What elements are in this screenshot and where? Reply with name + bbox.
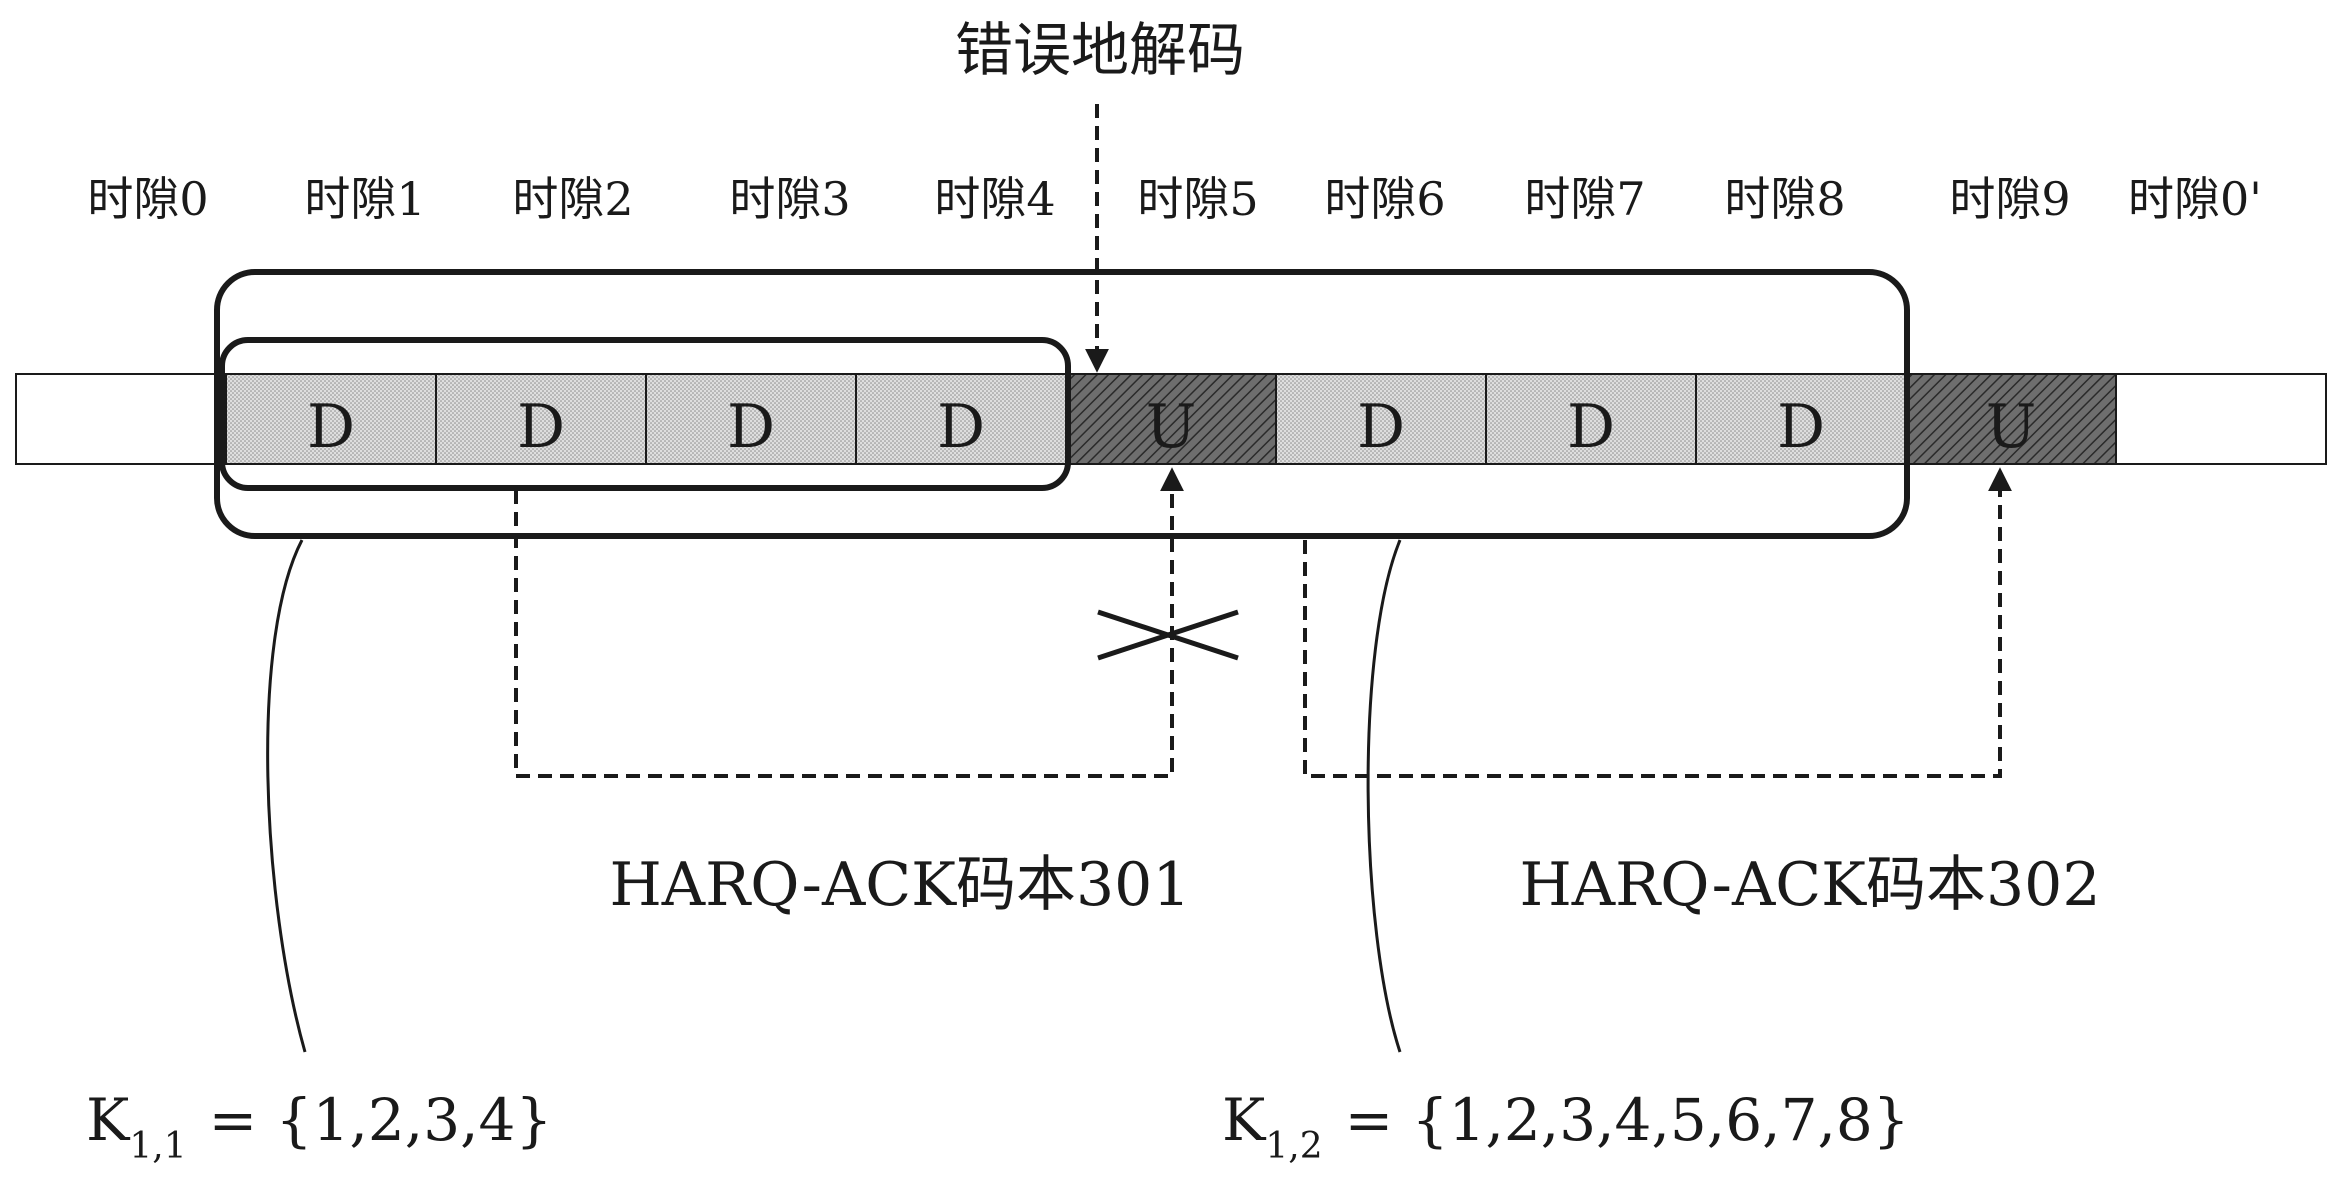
set-k12-sub: 1,2 bbox=[1265, 1126, 1322, 1167]
slot-cell-downlink bbox=[435, 373, 647, 465]
slot-label: 时隙8 bbox=[1724, 172, 1845, 226]
set-k12-base: K bbox=[1222, 1086, 1267, 1154]
slot-cell-downlink bbox=[1485, 373, 1697, 465]
cell-letter: U bbox=[1146, 392, 1197, 462]
cell-letter: D bbox=[1567, 392, 1615, 462]
slot-cell-downlink bbox=[225, 373, 437, 465]
window-k12-box bbox=[214, 269, 1910, 539]
set-k12-value: = {1,2,3,4,5,6,7,8} bbox=[1345, 1086, 1910, 1154]
leader-curve-k11 bbox=[266, 539, 307, 1053]
slot-label: 时隙1 bbox=[304, 172, 425, 226]
set-k11-value: = {1,2,3,4} bbox=[209, 1086, 553, 1154]
slot-label: 时隙3 bbox=[729, 172, 850, 226]
slot-label: 时隙0 bbox=[87, 172, 208, 226]
slot-cell-downlink bbox=[645, 373, 857, 465]
cell-letter: U bbox=[1986, 392, 2037, 462]
slot-label: 时隙4 bbox=[934, 172, 1055, 226]
slot-cell-downlink bbox=[1695, 373, 1907, 465]
window-k11-box bbox=[219, 337, 1071, 491]
slot-cell-downlink bbox=[1275, 373, 1487, 465]
codebook-301-label: HARQ-ACK码本301 bbox=[609, 850, 1190, 920]
set-k11-base: K bbox=[86, 1086, 131, 1154]
feedback-path-302 bbox=[1303, 467, 2012, 778]
slot-cell-uplink bbox=[1905, 373, 2117, 465]
slot-cell-empty bbox=[2115, 373, 2327, 465]
cell-letter: D bbox=[1357, 392, 1405, 462]
frame-bar bbox=[15, 373, 2327, 465]
slot-labels: 时隙0 时隙1 时隙2 时隙3 时隙4 时隙5 时隙6 时隙7 时隙8 时隙9 … bbox=[87, 172, 2262, 226]
slot-label: 时隙2 bbox=[512, 172, 633, 226]
slot-label: 时隙0' bbox=[2128, 172, 2262, 226]
cross-mark bbox=[1097, 609, 1239, 661]
cell-letters: D D D D U D D D U bbox=[307, 392, 2036, 462]
codebook-302-label: HARQ-ACK码本302 bbox=[1519, 850, 2100, 920]
slot-label: 时隙5 bbox=[1137, 172, 1258, 226]
cell-letter: D bbox=[727, 392, 775, 462]
slot-label: 时隙6 bbox=[1324, 172, 1445, 226]
cell-letter: D bbox=[937, 392, 985, 462]
feedback-path-301 bbox=[514, 467, 1184, 778]
cell-letter: D bbox=[307, 392, 355, 462]
cell-letter: D bbox=[1777, 392, 1825, 462]
leader-curve-k12 bbox=[1366, 539, 1402, 1053]
set-k12: K1,2 = {1,2,3,4,5,6,7,8} bbox=[1222, 1086, 1910, 1167]
cell-letter: D bbox=[517, 392, 565, 462]
slot-cell-downlink bbox=[855, 373, 1067, 465]
slot-label: 时隙7 bbox=[1524, 172, 1645, 226]
diagram-title: 错误地解码 bbox=[955, 16, 1245, 84]
set-k11-sub: 1,1 bbox=[129, 1126, 186, 1167]
slot-label: 时隙9 bbox=[1949, 172, 2070, 226]
slot-cell-empty bbox=[15, 373, 227, 465]
set-k11: K1,1 = {1,2,3,4} bbox=[86, 1086, 552, 1167]
